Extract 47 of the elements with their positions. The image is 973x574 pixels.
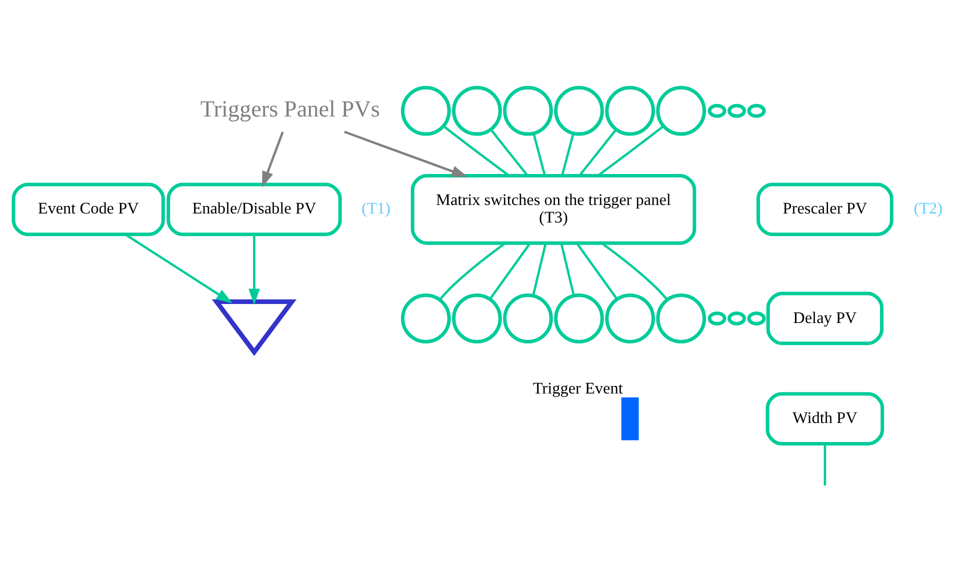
connector xyxy=(439,242,506,300)
node-box: Event Code PV xyxy=(12,182,165,236)
node-circle xyxy=(708,104,726,118)
connector xyxy=(561,133,574,176)
arrow xyxy=(262,132,284,188)
connector xyxy=(532,242,547,296)
node-circle xyxy=(452,294,502,344)
label: (T2) xyxy=(914,200,943,218)
label: (T1) xyxy=(362,200,390,218)
connector xyxy=(578,128,617,176)
node-circle xyxy=(747,312,766,326)
node-circle xyxy=(605,294,655,344)
connector xyxy=(576,242,618,300)
node-box: Width PV xyxy=(766,392,884,446)
node-circle xyxy=(554,86,604,136)
node-box: Enable/Disable PV xyxy=(166,182,342,236)
connector xyxy=(489,242,532,300)
connector xyxy=(442,125,510,177)
connector xyxy=(601,242,668,300)
node-box: Prescaler PV xyxy=(756,182,894,236)
arrow xyxy=(248,234,260,305)
connector xyxy=(824,444,826,486)
node-circle xyxy=(708,312,726,326)
node-text: Triggers Panel PVs xyxy=(200,96,380,123)
connector xyxy=(490,128,528,176)
node-circle xyxy=(400,86,451,136)
node-box: Matrix switches on the trigger panel (T3) xyxy=(410,174,696,245)
connector xyxy=(532,133,546,176)
node-circle xyxy=(400,294,451,344)
node-circle xyxy=(503,86,553,136)
node-circle xyxy=(728,104,746,118)
connector xyxy=(560,242,575,296)
node-circle xyxy=(605,86,655,136)
node-circle xyxy=(656,86,706,136)
node-circle xyxy=(747,104,766,118)
connector xyxy=(597,125,664,177)
node-circle xyxy=(728,312,746,326)
node-circle xyxy=(503,294,553,344)
node-circle xyxy=(452,86,502,136)
node-circle xyxy=(554,294,604,344)
node-circle xyxy=(656,294,706,344)
node-bar xyxy=(621,397,639,440)
arrow xyxy=(124,234,232,304)
node-label: Trigger Event xyxy=(532,380,623,398)
node-box: Delay PV xyxy=(766,292,884,346)
node-triangle xyxy=(212,299,297,356)
arrow xyxy=(344,130,468,177)
